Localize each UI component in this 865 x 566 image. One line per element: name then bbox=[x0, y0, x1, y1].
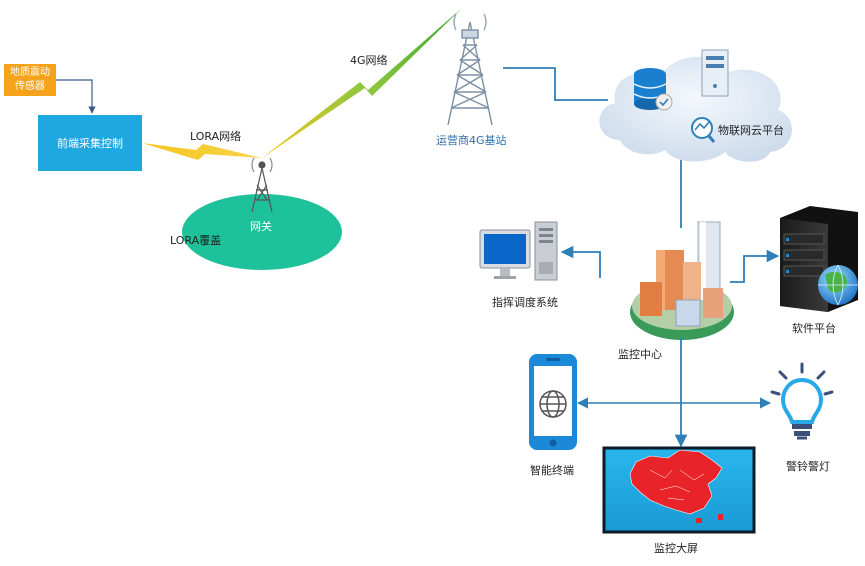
center-to-software-arrow bbox=[730, 249, 780, 283]
big-screen-label: 监控大屏 bbox=[654, 542, 698, 555]
sensor-label-line1: 地质震动 bbox=[10, 67, 50, 78]
sensor-label-line2: 传感器 bbox=[15, 81, 45, 92]
light-bulb-icon bbox=[770, 362, 834, 440]
database-icon bbox=[633, 68, 673, 111]
smartphone-icon bbox=[529, 354, 577, 450]
smart-terminal-label: 智能终端 bbox=[530, 464, 574, 477]
base-station-tower-icon bbox=[447, 13, 493, 126]
globe-icon bbox=[818, 264, 858, 306]
sensor-to-controller-line bbox=[56, 79, 96, 114]
station-to-cloud-line bbox=[503, 67, 608, 101]
cloud-platform-label: 物联网云平台 bbox=[718, 124, 784, 137]
lora-network-label: LORA网络 bbox=[190, 130, 242, 143]
4g-link-bolt bbox=[262, 8, 462, 158]
software-platform-label: 软件平台 bbox=[792, 322, 836, 335]
lora-link-bolt bbox=[142, 143, 262, 160]
terminal-globe-icon bbox=[539, 390, 567, 418]
base-station-label: 运营商4G基站 bbox=[436, 134, 507, 147]
city-buildings-icon bbox=[630, 221, 734, 340]
lora-coverage-area bbox=[182, 194, 342, 270]
4g-network-label: 4G网络 bbox=[350, 54, 388, 67]
dispatch-label: 指挥调度系统 bbox=[492, 296, 558, 309]
gateway-tower-icon bbox=[251, 157, 273, 213]
alarm-label: 警铃警灯 bbox=[786, 460, 830, 473]
big-screen-icon bbox=[602, 446, 756, 534]
monitor-center-label: 监控中心 bbox=[618, 348, 662, 361]
controller-label: 前端采集控制 bbox=[57, 137, 123, 150]
controller-box: 前端采集控制 bbox=[38, 115, 142, 171]
gateway-label: 网关 bbox=[250, 220, 272, 233]
desktop-computer-icon bbox=[479, 221, 558, 281]
cloud-analytics-icon bbox=[691, 117, 716, 143]
cloud-icon bbox=[599, 56, 792, 162]
center-to-dispatch-arrow bbox=[560, 245, 601, 278]
lora-coverage-label: LORA覆盖 bbox=[170, 234, 222, 247]
sensor-box: 地质震动 传感器 bbox=[4, 64, 56, 96]
cloud-server-icon bbox=[701, 49, 729, 97]
